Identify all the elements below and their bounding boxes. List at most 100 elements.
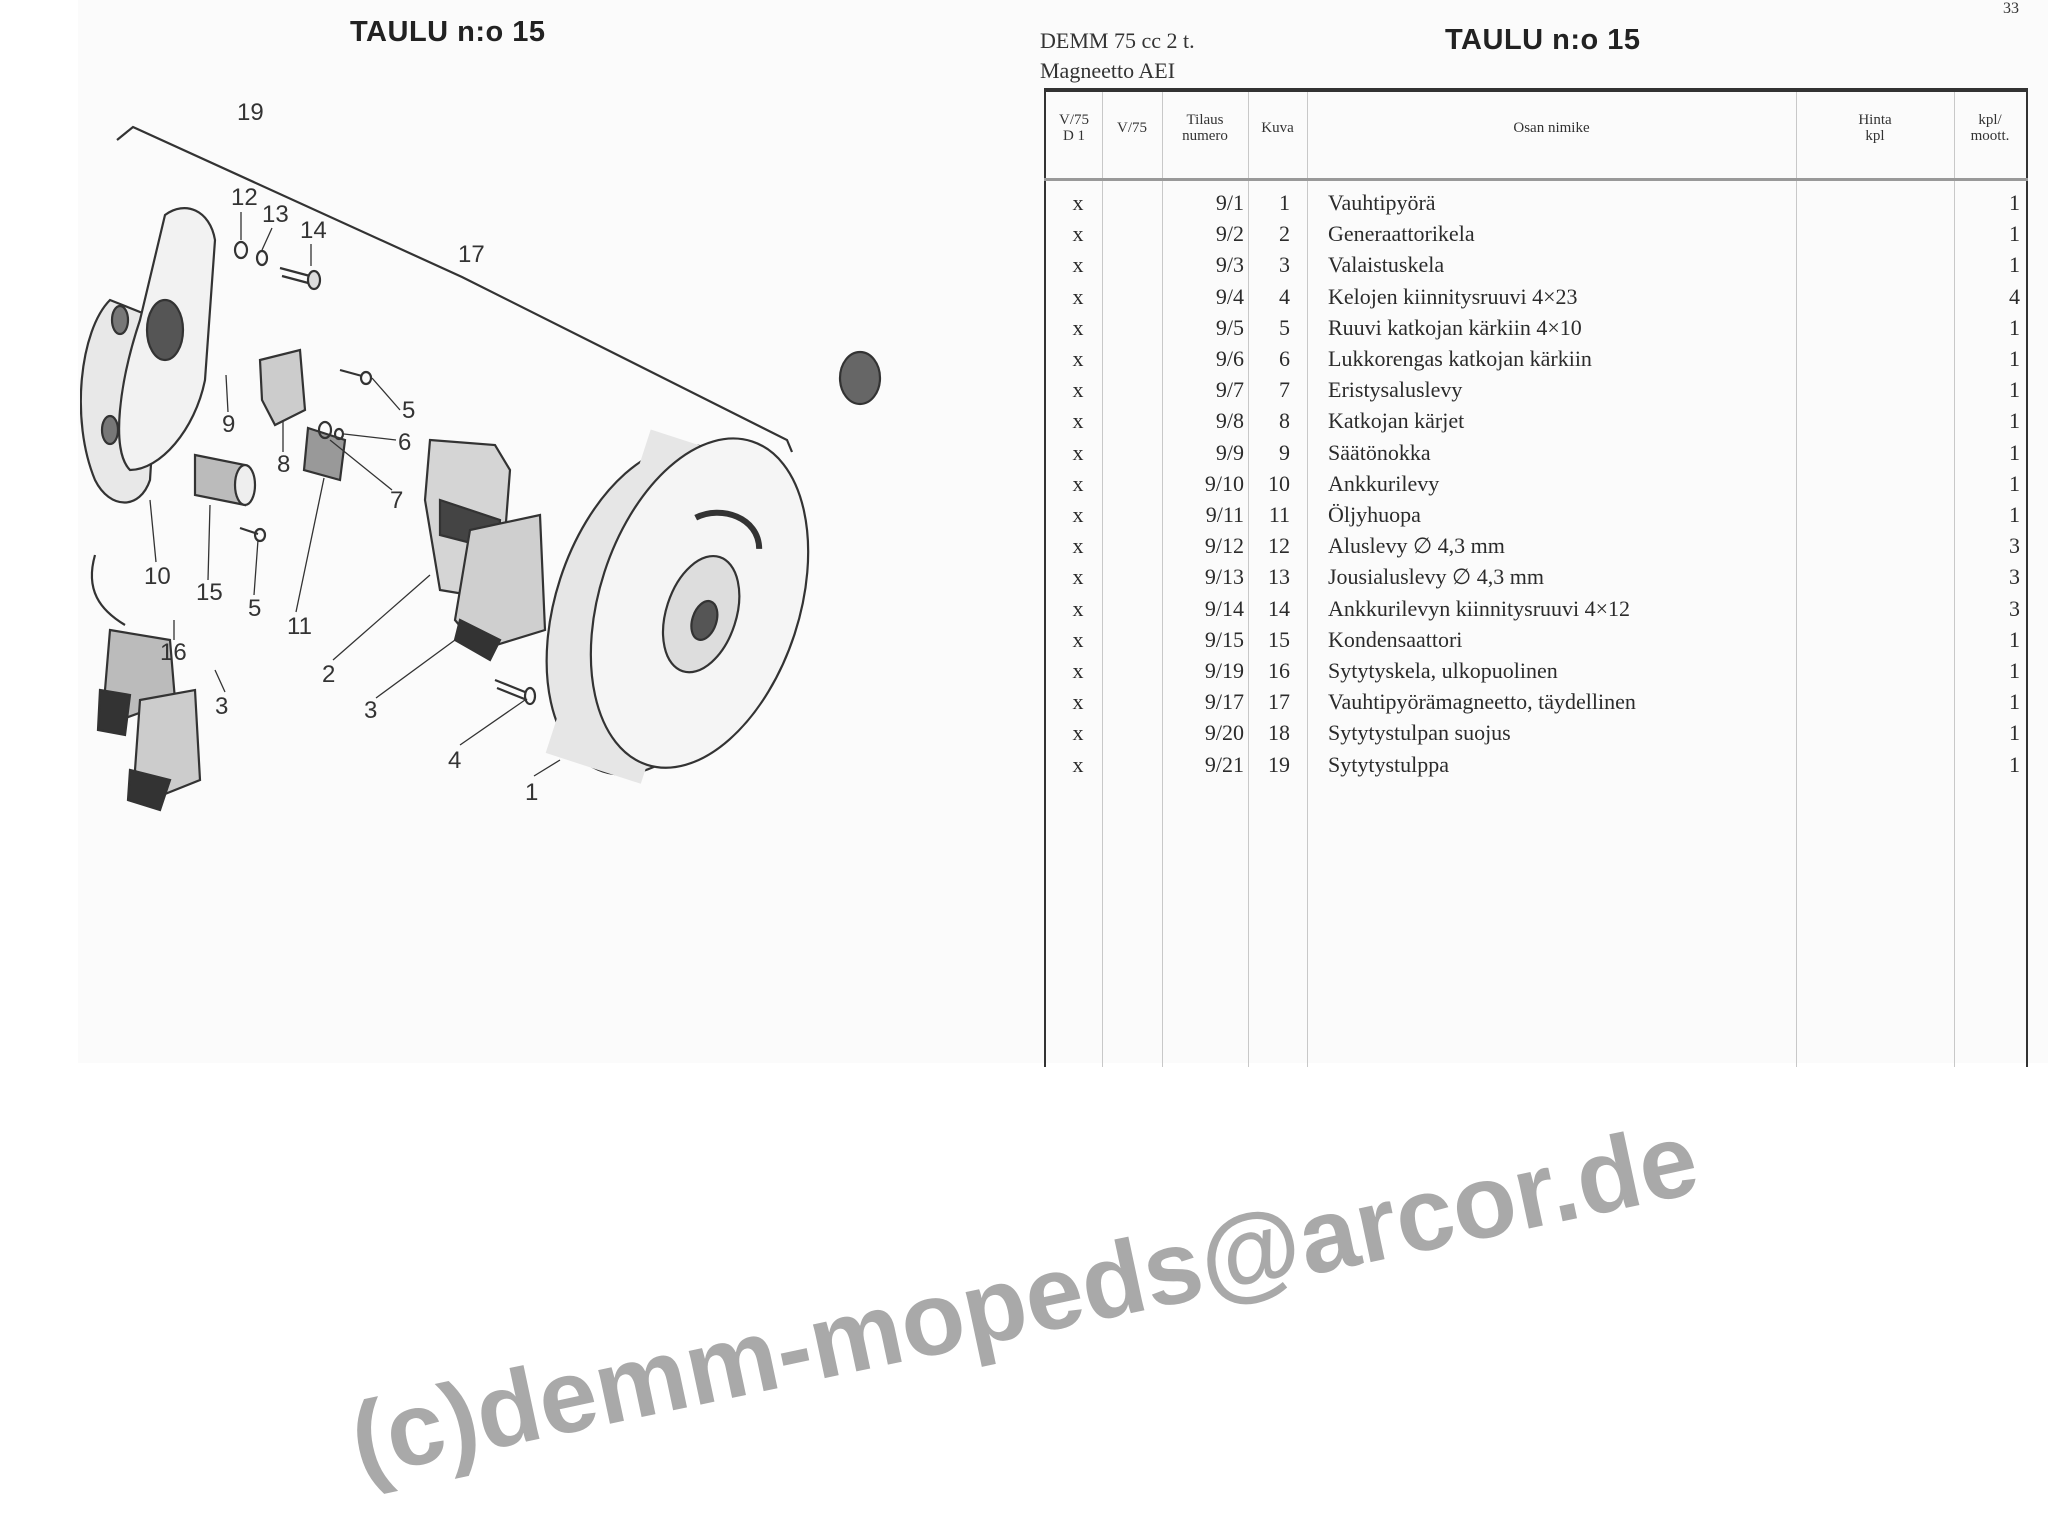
quantity: 1 — [2009, 346, 2020, 371]
order-number: 9/8 — [1215, 408, 1244, 434]
part-name: Sytytystulppa — [1328, 751, 1450, 777]
order-number: 9/9 — [1215, 439, 1244, 465]
d1-mark: x — [1072, 564, 1084, 590]
callout-label: 9 — [222, 411, 235, 438]
quantity: 4 — [2009, 283, 2020, 309]
exploded-parts-diagram: 19 12 13 14 17 9 8 5 6 7 10 15 5 11 2 3 … — [80, 99, 882, 812]
order-number: 9/5 — [1215, 314, 1244, 340]
callout-label: 16 — [160, 639, 187, 666]
callout-label: 10 — [144, 563, 171, 590]
figure-number: 7 — [1279, 377, 1290, 403]
part-name: Eristysaluslevy — [1328, 377, 1463, 403]
d1-mark: x — [1072, 689, 1084, 715]
figure-number: 1 — [1279, 190, 1290, 215]
figure-number: 17 — [1268, 689, 1290, 715]
column-divider — [1162, 92, 1163, 1067]
part-name: Sytytystulpan suojus — [1328, 720, 1511, 746]
callout-label: 13 — [262, 201, 289, 228]
d1-mark: x — [1072, 346, 1084, 371]
quantity: 1 — [2009, 626, 2020, 652]
callout-label: 2 — [322, 661, 335, 688]
figure-number: 8 — [1279, 408, 1290, 434]
callout-label: 5 — [248, 595, 261, 622]
part-name: Katkojan kärjet — [1328, 408, 1465, 434]
quantity: 1 — [2009, 314, 2020, 340]
order-number: 9/12 — [1204, 533, 1244, 559]
order-number: 9/6 — [1215, 346, 1244, 371]
figure-number: 16 — [1268, 658, 1290, 683]
figure-number: 4 — [1279, 283, 1290, 309]
column-divider — [1307, 92, 1308, 1067]
quantity: 1 — [2009, 221, 2020, 247]
quantity: 1 — [2009, 439, 2020, 465]
part-name: Sytytyskela, ulkopuolinen — [1328, 658, 1558, 683]
figure-number: 12 — [1268, 533, 1290, 559]
figure-number: 14 — [1268, 595, 1290, 621]
quantity: 1 — [2009, 751, 2020, 777]
header-part-name: Osan nimike — [1513, 120, 1590, 136]
part-name: Ruuvi katkojan kärkiin 4×10 — [1328, 314, 1582, 340]
callout-label: 14 — [300, 217, 327, 244]
order-number: 9/13 — [1204, 564, 1244, 590]
header-separator — [1044, 178, 2028, 181]
model-info: DEMM 75 cc 2 t. Magneetto AEI — [1040, 26, 1195, 86]
column-divider — [1102, 92, 1103, 1067]
callout-label: 12 — [231, 184, 258, 211]
header-v75-d1: V/75 D 1 — [1046, 112, 1102, 144]
quantity: 3 — [2009, 595, 2020, 621]
callout-label: 3 — [215, 693, 228, 720]
part-name: Vauhtipyörä — [1328, 190, 1436, 215]
page-number: 33 — [2003, 0, 2019, 17]
header-text: numero — [1182, 128, 1228, 144]
d1-mark: x — [1072, 626, 1084, 652]
d1-mark: x — [1072, 439, 1084, 465]
part-name: Generaattorikela — [1328, 221, 1475, 247]
header-text: moott. — [1970, 128, 2010, 144]
callout-label: 11 — [287, 613, 312, 640]
scanned-page — [78, 0, 2048, 1063]
callout-label: 1 — [525, 779, 538, 806]
part-name: Valaistuskela — [1328, 252, 1445, 278]
order-number: 9/1 — [1215, 190, 1244, 215]
header-qty: kpl/ moott. — [1954, 112, 2026, 144]
figure-number: 3 — [1279, 252, 1290, 278]
d1-mark: x — [1072, 751, 1084, 777]
model-name: DEMM 75 cc 2 t. — [1040, 28, 1195, 53]
order-number: 9/3 — [1215, 252, 1244, 278]
callout-label: 19 — [237, 99, 264, 126]
order-number: 9/17 — [1204, 689, 1244, 715]
header-text: V/75 — [1059, 112, 1089, 128]
header-text: kpl — [1865, 128, 1885, 144]
d1-mark: x — [1072, 533, 1084, 559]
header-text: kpl/ — [1978, 112, 2002, 128]
quantity: 1 — [2009, 470, 2020, 496]
flywheel — [545, 429, 810, 784]
d1-mark: x — [1072, 190, 1084, 215]
header-text: Hinta — [1858, 112, 1892, 128]
figure-number: 19 — [1268, 751, 1290, 777]
callout-label: 4 — [448, 747, 461, 774]
callout-label: 5 — [402, 397, 415, 424]
quantity: 1 — [2009, 408, 2020, 434]
d1-mark: x — [1072, 283, 1084, 309]
d1-mark: x — [1072, 470, 1084, 496]
figure-number: 15 — [1268, 626, 1290, 652]
order-number: 9/7 — [1215, 377, 1244, 403]
quantity: 3 — [2009, 533, 2020, 559]
part-name: Öljyhuopa — [1328, 502, 1421, 527]
callout-label: 3 — [364, 697, 377, 724]
header-tilaus: Tilaus numero — [1162, 112, 1248, 144]
d1-mark: x — [1072, 720, 1084, 746]
